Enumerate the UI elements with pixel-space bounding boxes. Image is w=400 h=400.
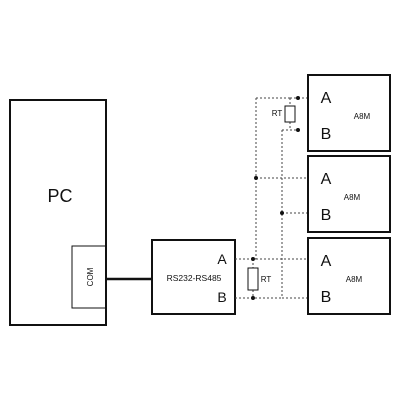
device-3-model: A8M <box>346 275 363 284</box>
device-3-terminal-b: B <box>321 289 332 306</box>
terminator-resistor-top <box>284 105 296 123</box>
pc-box <box>9 99 107 326</box>
converter-label: RS232-RS485 <box>167 273 222 283</box>
device-2-terminal-a: A <box>321 171 332 188</box>
converter-box <box>151 239 236 315</box>
device-3-terminal-a: A <box>321 253 332 270</box>
device-1-terminal-b: B <box>321 126 332 143</box>
device-2-model: A8M <box>344 193 361 202</box>
terminator-label-bottom: RT <box>261 275 272 284</box>
converter-terminal-b: B <box>217 289 226 305</box>
junction-dot <box>251 257 255 261</box>
converter-terminal-a: A <box>217 251 227 267</box>
device-1-box <box>307 74 391 152</box>
pc-label: PC <box>47 186 72 206</box>
junction-dot <box>296 96 300 100</box>
junction-dot <box>296 128 300 132</box>
terminator-resistor-bottom <box>247 267 259 291</box>
device-2-terminal-b: B <box>321 207 332 224</box>
terminator-label-top: RT <box>272 109 283 118</box>
device-1-terminal-a: A <box>321 90 332 107</box>
com-port <box>71 245 107 309</box>
junction-dot <box>254 176 258 180</box>
junction-dot <box>251 296 255 300</box>
device-2-box <box>307 155 391 233</box>
device-3-box <box>307 237 391 315</box>
junction-dot <box>280 211 284 215</box>
rs485-bus <box>235 97 308 299</box>
com-port-label: COM <box>86 267 95 286</box>
device-1-model: A8M <box>354 112 371 121</box>
